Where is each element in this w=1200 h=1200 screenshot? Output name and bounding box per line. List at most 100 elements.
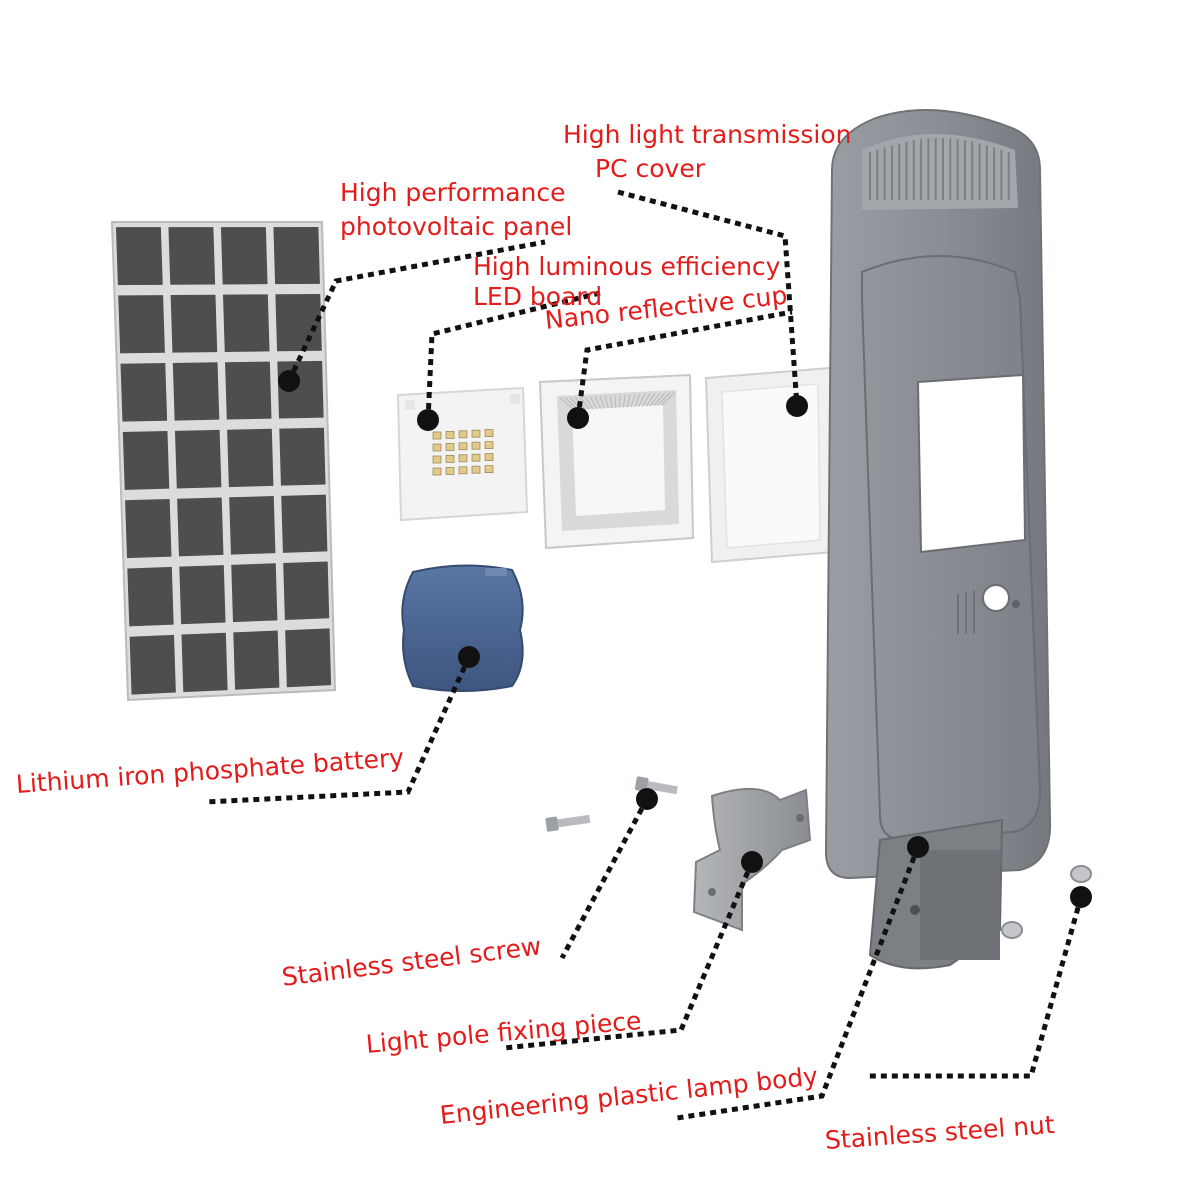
label-led-board-line1: High luminous efficiency xyxy=(473,252,781,281)
stainless-steel-nut xyxy=(1001,865,1092,939)
marker-lamp-body xyxy=(907,836,929,858)
led-chip xyxy=(458,466,468,475)
led-chip xyxy=(458,430,468,439)
reflector-rib xyxy=(599,395,605,409)
reflector-rib xyxy=(641,393,651,407)
led-chip xyxy=(445,454,455,463)
led-chip xyxy=(484,441,494,450)
solar-cell xyxy=(120,363,168,422)
led-chip xyxy=(432,455,442,464)
leader-pc-cover xyxy=(617,189,800,407)
led-chip xyxy=(471,453,481,462)
lithium-battery xyxy=(401,564,524,692)
reflector-rib xyxy=(634,393,641,407)
led-chip xyxy=(458,442,468,451)
solar-cell xyxy=(233,630,280,690)
reflector-rib xyxy=(649,392,661,407)
solar-cell-grid xyxy=(115,227,332,695)
led-chip xyxy=(471,465,481,474)
marker-battery xyxy=(458,646,480,668)
solar-cell xyxy=(125,498,172,559)
leader-pole-fixing xyxy=(503,861,755,1051)
solar-cell xyxy=(115,227,163,286)
led-board xyxy=(396,386,529,522)
led-chip xyxy=(484,465,494,474)
led-chip xyxy=(445,442,455,451)
pc-cover xyxy=(704,366,836,564)
solar-cell xyxy=(229,496,276,555)
solar-cell xyxy=(177,497,224,557)
led-chip-array xyxy=(432,429,494,476)
leader-pv-panel xyxy=(286,239,546,383)
lamp-body xyxy=(824,109,1052,970)
solar-cell xyxy=(227,428,274,488)
reflector-rib xyxy=(622,394,626,408)
reflector-rib xyxy=(579,396,590,410)
reflector-rib xyxy=(638,393,646,407)
led-chip xyxy=(471,441,481,450)
reflector-rib xyxy=(661,391,676,406)
label-pv-panel: High performance photovoltaic panel xyxy=(340,176,572,244)
reflector-rib xyxy=(594,396,602,409)
led-chip xyxy=(445,466,455,475)
led-chip xyxy=(471,429,481,438)
stainless-steel-screw xyxy=(545,776,678,832)
nano-reflective-cup xyxy=(538,373,695,550)
label-pc-cover-line2: PC cover xyxy=(595,153,705,183)
leader-reflective-cup xyxy=(575,309,793,419)
label-pc-cover-line1: High light transmission xyxy=(563,120,852,149)
solar-cell xyxy=(170,294,218,353)
leader-screw xyxy=(559,797,650,960)
leader-led-board xyxy=(425,290,601,421)
solar-cell xyxy=(283,561,330,621)
label-led-board: High luminous efficiency LED board xyxy=(473,252,780,312)
marker-nut xyxy=(1070,886,1092,908)
marker-pc-cover xyxy=(786,395,808,417)
label-pv-panel-line2: photovoltaic panel xyxy=(340,211,573,241)
reflector-rib xyxy=(653,392,666,407)
solar-cell xyxy=(285,628,332,688)
solar-cell xyxy=(231,563,278,623)
solar-cell xyxy=(281,494,328,553)
marker-reflective-cup xyxy=(567,407,589,429)
marker-led-board xyxy=(417,409,439,431)
reflector-rib xyxy=(609,395,613,409)
solar-cell xyxy=(275,293,322,352)
photovoltaic-panel xyxy=(110,221,337,702)
label-pv-panel-line1: High performance xyxy=(340,178,566,207)
solar-cell xyxy=(273,227,320,285)
led-chip xyxy=(484,453,494,462)
solar-cell xyxy=(181,632,228,693)
solar-cell xyxy=(118,295,165,354)
reflector-rib xyxy=(626,394,631,408)
solar-cell xyxy=(129,634,176,695)
heat-sink-fins xyxy=(869,138,1010,200)
led-chip xyxy=(484,429,494,438)
led-chip xyxy=(445,430,455,439)
led-chip xyxy=(432,443,442,452)
led-chip xyxy=(432,431,442,440)
solar-cell xyxy=(174,429,222,489)
reflector-rib xyxy=(559,397,575,411)
label-pc-cover: High light transmission PC cover xyxy=(563,118,851,186)
reflector-rib xyxy=(584,396,594,410)
led-chip xyxy=(432,467,442,476)
solar-cell xyxy=(222,294,270,352)
marker-pv-panel xyxy=(278,370,300,392)
solar-cell xyxy=(172,362,220,421)
reflector-rib xyxy=(589,396,598,410)
solar-cell xyxy=(225,361,272,420)
solar-cell xyxy=(122,431,170,490)
led-chip xyxy=(458,454,468,463)
leader-lines xyxy=(204,189,1092,1121)
solar-cell xyxy=(168,227,216,285)
reflector-rib xyxy=(657,392,671,406)
reflector-rib xyxy=(604,395,609,409)
label-led-board-line2: LED board xyxy=(473,282,603,311)
leader-battery xyxy=(204,655,472,805)
reflector-rib xyxy=(614,395,617,408)
reflector-rib xyxy=(645,392,656,407)
solar-cell xyxy=(220,227,268,285)
marker-pole-fixing xyxy=(741,851,763,873)
